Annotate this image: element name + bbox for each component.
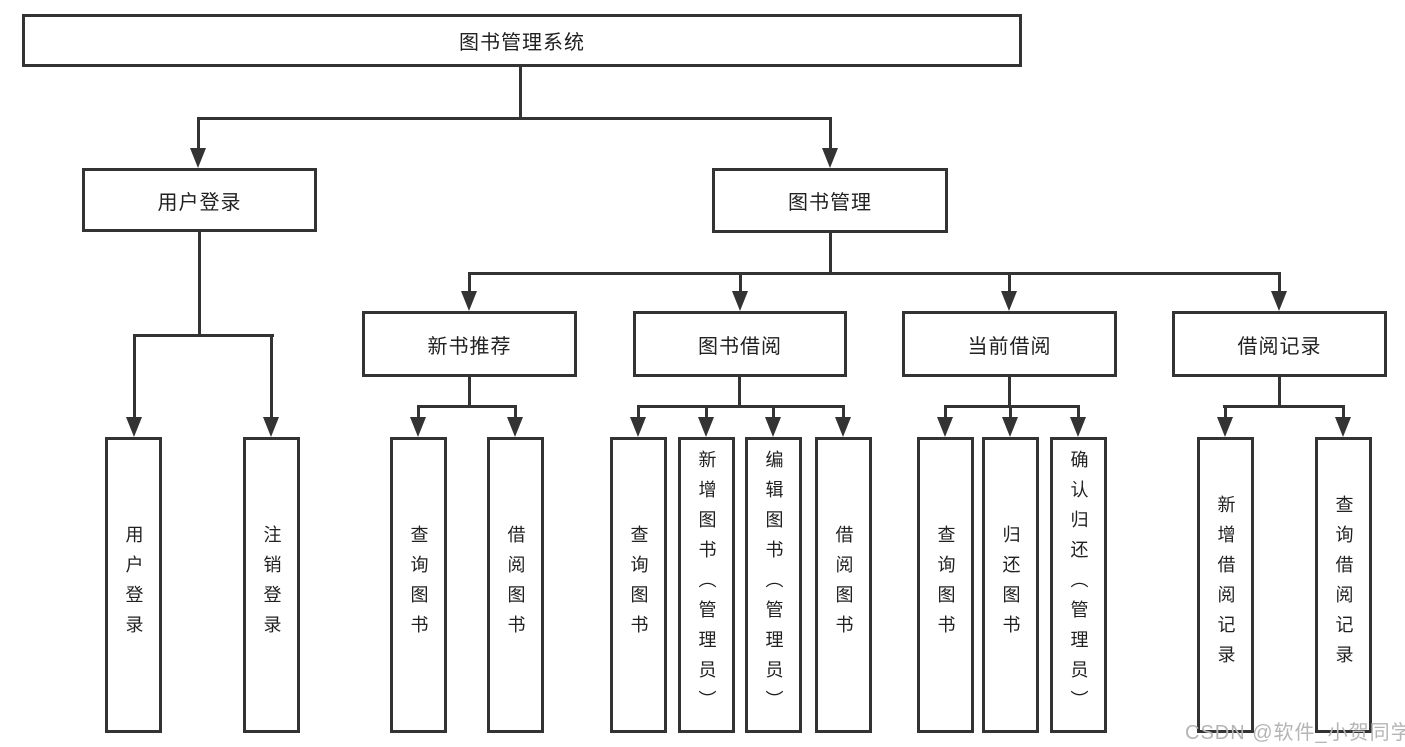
leaf-label: 归还图书 bbox=[1000, 525, 1021, 645]
arrowhead-book-management bbox=[822, 148, 838, 168]
connector-drop bbox=[705, 405, 708, 419]
leaf-edit-book-admin: 编辑图书（管理员） bbox=[745, 437, 802, 733]
connector-book-borrow-rail bbox=[637, 405, 845, 408]
arrowhead-new-book bbox=[461, 291, 477, 311]
node-borrow-records: 借阅记录 bbox=[1172, 311, 1387, 377]
leaf-label: 编辑图书（管理员） bbox=[763, 450, 784, 720]
arrowhead bbox=[698, 417, 714, 437]
arrowhead-leaf-logout bbox=[263, 417, 279, 437]
csdn-watermark: CSDN @软件_小贺同学 bbox=[1185, 722, 1405, 744]
node-label: 图书管理系统 bbox=[459, 32, 585, 54]
connector-borrow-records-stem bbox=[1278, 377, 1281, 408]
leaf-label: 注销登录 bbox=[261, 525, 282, 645]
node-label: 用户登录 bbox=[157, 191, 242, 214]
connector-drop bbox=[1224, 405, 1227, 419]
connector-drop bbox=[772, 405, 775, 419]
node-book-borrow: 图书借阅 bbox=[633, 311, 847, 377]
node-label: 图书借阅 bbox=[698, 335, 782, 358]
arrowhead bbox=[765, 417, 781, 437]
connector-drop bbox=[637, 405, 640, 419]
arrowhead-book-borrow bbox=[732, 291, 748, 311]
connector-drop bbox=[417, 405, 420, 419]
connector-drop-user-login bbox=[197, 117, 200, 150]
leaf-label: 用户登录 bbox=[123, 525, 144, 645]
leaf-label: 借阅图书 bbox=[505, 525, 526, 645]
connector-drop bbox=[514, 405, 517, 419]
arrowhead bbox=[410, 417, 426, 437]
leaf-add-borrow-record: 新增借阅记录 bbox=[1197, 437, 1254, 733]
connector-book-management-stem bbox=[829, 233, 832, 275]
leaf-query-borrow-record: 查询借阅记录 bbox=[1315, 437, 1372, 733]
connector-drop bbox=[842, 405, 845, 419]
connector-level1-rail bbox=[197, 117, 831, 120]
connector-new-book-stem bbox=[468, 377, 471, 408]
connector-drop-borrow-records bbox=[1278, 272, 1281, 294]
leaf-return-books: 归还图书 bbox=[982, 437, 1039, 733]
arrowhead bbox=[1217, 417, 1233, 437]
leaf-query-books-current: 查询图书 bbox=[917, 437, 974, 733]
connector-drop-leaf-login bbox=[133, 334, 136, 419]
connector-root-stem bbox=[519, 67, 522, 120]
arrowhead-current-borrow bbox=[1001, 291, 1017, 311]
connector-drop-book-management bbox=[829, 117, 832, 150]
connector-drop bbox=[1342, 405, 1345, 419]
leaf-confirm-return-admin: 确认归还（管理员） bbox=[1050, 437, 1107, 733]
connector-drop bbox=[1077, 405, 1080, 419]
connector-book-borrow-stem bbox=[738, 377, 741, 408]
node-book-management: 图书管理 bbox=[712, 168, 948, 233]
connector-current-borrow-stem bbox=[1008, 377, 1011, 408]
node-label: 图书管理 bbox=[788, 192, 872, 214]
leaf-borrow-books: 借阅图书 bbox=[815, 437, 872, 733]
leaf-label: 查询图书 bbox=[628, 525, 649, 645]
connector-new-book-rail bbox=[417, 405, 517, 408]
leaf-label: 查询借阅记录 bbox=[1333, 495, 1354, 675]
leaf-query-books-recommend: 查询图书 bbox=[390, 437, 447, 733]
connector-drop-current-borrow bbox=[1008, 272, 1011, 294]
leaf-label: 借阅图书 bbox=[833, 525, 854, 645]
node-label: 新书推荐 bbox=[427, 335, 512, 358]
leaf-label: 查询图书 bbox=[935, 525, 956, 645]
node-label: 当前借阅 bbox=[967, 335, 1052, 358]
leaf-borrow-books-recommend: 借阅图书 bbox=[487, 437, 544, 733]
arrowhead bbox=[1070, 417, 1086, 437]
arrowhead bbox=[1002, 417, 1018, 437]
node-current-borrow: 当前借阅 bbox=[902, 311, 1117, 377]
node-label: 借阅记录 bbox=[1237, 335, 1322, 358]
connector-drop bbox=[944, 405, 947, 419]
arrowhead bbox=[937, 417, 953, 437]
leaf-user-login: 用户登录 bbox=[105, 437, 162, 733]
arrowhead-leaf-login bbox=[126, 417, 142, 437]
leaf-label: 新增图书（管理员） bbox=[696, 450, 717, 720]
connector-user-login-stem bbox=[198, 232, 201, 337]
arrowhead bbox=[835, 417, 851, 437]
leaf-label: 确认归还（管理员） bbox=[1068, 450, 1089, 720]
node-user-login: 用户登录 bbox=[82, 168, 317, 232]
connector-drop bbox=[1009, 405, 1012, 419]
arrowhead bbox=[1335, 417, 1351, 437]
connector-user-login-rail bbox=[133, 334, 274, 337]
leaf-label: 新增借阅记录 bbox=[1215, 495, 1236, 675]
node-new-book-recommend: 新书推荐 bbox=[362, 311, 577, 377]
leaf-label: 查询图书 bbox=[408, 525, 429, 645]
connector-drop-leaf-logout bbox=[270, 334, 273, 419]
connector-drop-new-book bbox=[468, 272, 471, 294]
leaf-logout: 注销登录 bbox=[243, 437, 300, 733]
leaf-query-books-borrow: 查询图书 bbox=[610, 437, 667, 733]
node-library-system-root: 图书管理系统 bbox=[22, 14, 1022, 67]
connector-level3-rail bbox=[468, 272, 1281, 275]
leaf-add-book-admin: 新增图书（管理员） bbox=[678, 437, 735, 733]
connector-borrow-records-rail bbox=[1223, 405, 1345, 408]
arrowhead bbox=[630, 417, 646, 437]
arrowhead-user-login bbox=[190, 148, 206, 168]
connector-drop-book-borrow bbox=[739, 272, 742, 294]
arrowhead bbox=[507, 417, 523, 437]
arrowhead-borrow-records bbox=[1271, 291, 1287, 311]
